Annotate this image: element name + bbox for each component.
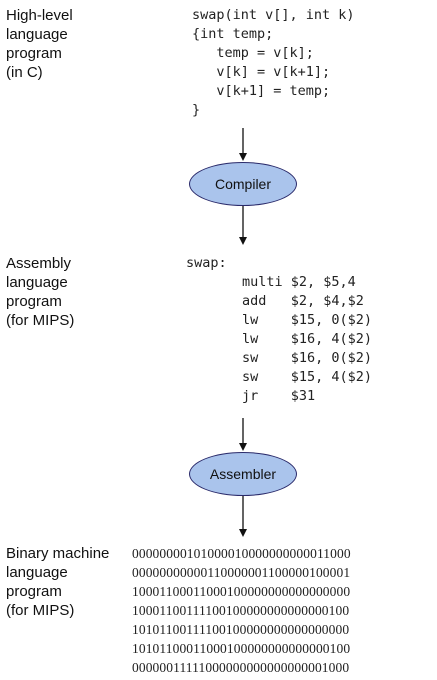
binary-line: 10001100011000100000000000000000 bbox=[132, 584, 351, 599]
binary-line: 10101100111100100000000000000000 bbox=[132, 622, 350, 637]
binary-line: 00000000101000010000000000011000 bbox=[132, 546, 351, 561]
high-level-label: High-level language program (in C) bbox=[6, 7, 73, 81]
binary-code: 00000000101000010000000000011000 0000000… bbox=[132, 544, 351, 677]
compiler-node: Compiler bbox=[189, 162, 297, 206]
assembly-head: swap: bbox=[186, 255, 227, 271]
arrow-to-binary bbox=[239, 496, 247, 537]
arrow-to-compiler bbox=[239, 128, 247, 161]
binary-line: 10101100011000100000000000000100 bbox=[132, 641, 351, 656]
assembly-label: Assembly language program (for MIPS) bbox=[6, 255, 75, 329]
compiler-label: Compiler bbox=[214, 176, 271, 192]
assembly-code: multi $2, $5,4 add $2, $4,$2 lw $15, 0($… bbox=[242, 274, 373, 404]
arrow-to-assembler bbox=[239, 418, 247, 451]
assembler-label: Assembler bbox=[209, 466, 277, 482]
c-code: swap(int v[], int k) {int temp; temp = v… bbox=[192, 7, 355, 118]
binary-line: 00000000000110000001100000100001 bbox=[132, 565, 351, 580]
assembler-node: Assembler bbox=[189, 452, 297, 496]
binary-line: 00000011111000000000000000001000 bbox=[132, 660, 350, 675]
arrow-to-assembly bbox=[239, 206, 247, 245]
binary-line: 10001100111100100000000000000100 bbox=[132, 603, 350, 618]
binary-label: Binary machine language program (for MIP… bbox=[6, 545, 110, 619]
